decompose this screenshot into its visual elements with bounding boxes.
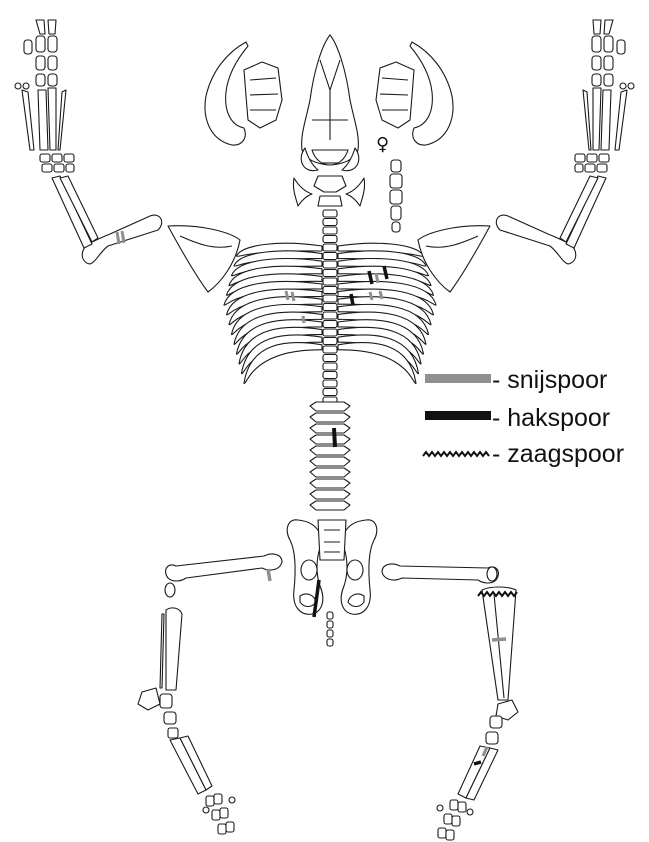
vertebra [323, 380, 337, 387]
vertebra [323, 261, 337, 268]
right-hindlimb [382, 564, 518, 840]
lumbar-vertebra [310, 457, 350, 466]
legend-label-saw: - zaagspoor [492, 440, 624, 468]
left-forelimb [15, 20, 240, 292]
lumbar-vertebra [310, 490, 350, 499]
chop-mark [351, 294, 353, 305]
vertebra [323, 295, 337, 302]
pelvis [287, 520, 377, 614]
cut-mark [370, 292, 372, 300]
cut-mark [292, 292, 294, 301]
legend-swatch-saw [423, 452, 489, 456]
vertebra [323, 270, 337, 277]
left-mandible [205, 42, 282, 145]
vertebra [323, 321, 337, 328]
lumbar-vertebra [310, 479, 350, 488]
legend-label-cut: - snijspoor [492, 366, 607, 394]
lumbar-vertebra [310, 501, 350, 510]
lumbar-vertebra [310, 446, 350, 455]
right-mandible [376, 42, 453, 145]
lumbar-vertebra [310, 468, 350, 477]
vertebra [323, 355, 337, 362]
cut-mark [380, 291, 382, 299]
lumbar-vertebra [310, 435, 350, 444]
vertebra [323, 338, 337, 345]
lumbar-vertebra [310, 413, 350, 422]
legend-item-chop: - hakspoor [425, 404, 610, 432]
legend: - snijspoor - hakspoor - zaagspoor [423, 366, 624, 468]
cut-mark [268, 569, 270, 581]
vertebra [323, 253, 337, 260]
sex-symbol: ♀ [376, 134, 389, 155]
cut-mark [122, 231, 124, 243]
cut-mark [303, 316, 304, 323]
legend-swatch-chop [425, 411, 491, 420]
vertebra [323, 304, 337, 311]
cut-mark [492, 639, 506, 640]
vertebra [323, 219, 337, 226]
left-hindlimb [138, 554, 282, 834]
vertebra [323, 236, 337, 243]
vertebra [323, 346, 337, 353]
chop-mark [474, 762, 481, 764]
lumbar-vertebra [310, 424, 350, 433]
vertebra [323, 287, 337, 294]
legend-item-cut: - snijspoor [425, 366, 607, 394]
right-forelimb [418, 20, 634, 292]
legend-label-chop: - hakspoor [492, 404, 610, 432]
cut-mark [286, 291, 288, 300]
vertebra [323, 363, 337, 370]
caudal-vertebra [327, 630, 333, 637]
vertebra [323, 210, 337, 217]
caudal-vertebra [327, 639, 333, 646]
cut-mark [117, 232, 119, 244]
skull [301, 35, 359, 171]
legend-swatch-cut [425, 374, 491, 383]
vertebra [323, 389, 337, 396]
vertebra [323, 372, 337, 379]
legend-item-saw: - zaagspoor [423, 440, 624, 468]
chop-mark [334, 428, 335, 447]
cut-mark [376, 273, 378, 283]
caudal-vertebra [327, 612, 333, 619]
vertebra [323, 312, 337, 319]
vertebra [323, 329, 337, 336]
vertebra [323, 244, 337, 251]
caudal-vertebra [327, 621, 333, 628]
vertebra [323, 227, 337, 234]
vertebra [323, 278, 337, 285]
lumbar-vertebra [310, 402, 350, 411]
